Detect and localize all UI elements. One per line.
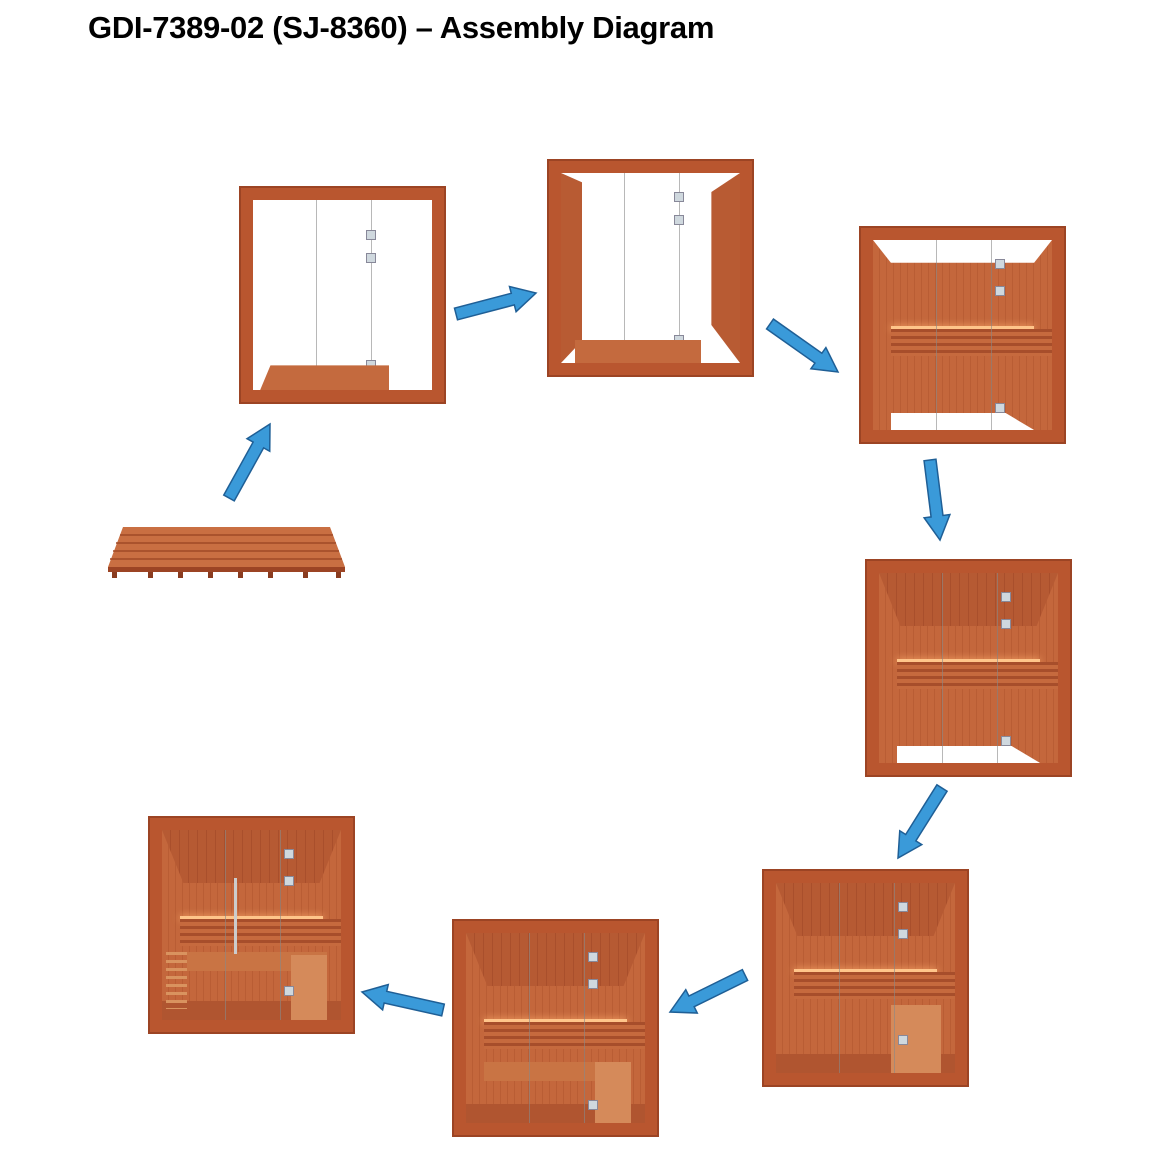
arrow-icon-2 (453, 285, 538, 321)
floor-platform-illustration (108, 527, 345, 578)
arrow-icon-6 (668, 968, 749, 1014)
arrow-icon-4 (922, 458, 952, 542)
arrow-icon-1 (222, 422, 271, 502)
assembly-step-bench-module (762, 869, 969, 1087)
assembly-step-complete-sauna (148, 816, 355, 1034)
assembly-step-back-wall (859, 226, 1066, 444)
arrow-icon-7 (360, 983, 446, 1017)
assembly-step-front-frame (239, 186, 446, 404)
assembly-step-side-walls (547, 159, 754, 377)
page-title: GDI-7389-02 (SJ-8360) – Assembly Diagram (88, 10, 715, 45)
arrow-icon-5 (897, 783, 949, 860)
assembly-step-ceiling (865, 559, 1072, 777)
arrow-icon-3 (765, 318, 840, 373)
assembly-step-upper-bench (452, 919, 659, 1137)
